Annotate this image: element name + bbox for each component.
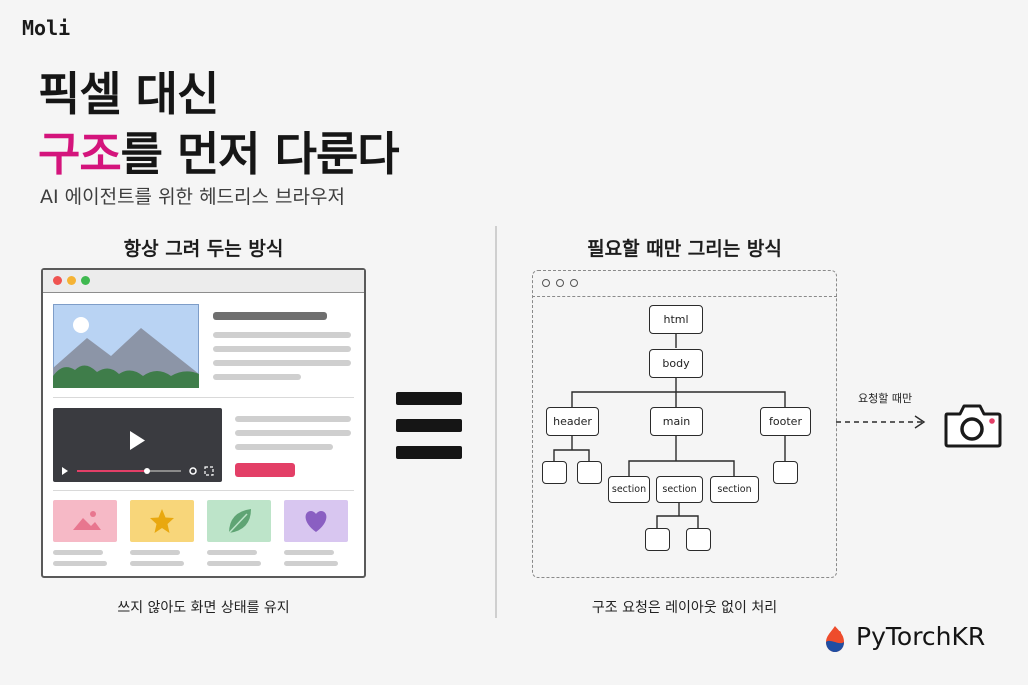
right-section-title: 필요할 때만 그리는 방식 xyxy=(587,238,782,260)
headline-line-1: 픽셀 대신 xyxy=(38,67,219,121)
dom-leaf-node xyxy=(577,461,602,484)
landscape-image-icon xyxy=(53,304,199,388)
close-dot-icon xyxy=(53,276,62,285)
left-caption: 쓰지 않아도 화면 상태를 유지 xyxy=(117,600,290,616)
dom-leaf-node xyxy=(686,528,711,551)
dom-leaf-node xyxy=(773,461,798,484)
dom-leaf-node xyxy=(645,528,670,551)
dom-node-section-3: section xyxy=(710,476,759,503)
play-icon xyxy=(130,431,145,450)
maximize-dot-icon xyxy=(81,276,90,285)
thumb-pink xyxy=(53,500,117,542)
brand-name: Moli xyxy=(22,16,71,40)
dom-node-body: body xyxy=(649,349,703,378)
logo-text: PyTorchKR xyxy=(856,622,986,651)
always-render-browser-mock xyxy=(41,268,366,578)
on-demand-label: 요청할 때만 xyxy=(858,392,913,405)
image-icon xyxy=(73,511,101,530)
headline-rest: 를 먼저 다룬다 xyxy=(120,127,400,181)
right-caption: 구조 요청은 레이아웃 없이 처리 xyxy=(591,600,778,616)
subtitle: AI 에이전트를 위한 헤드리스 브라우저 xyxy=(40,186,345,208)
window-title-separator xyxy=(532,296,837,297)
window-dot-icon xyxy=(556,279,564,287)
thumb-purple xyxy=(284,500,348,542)
cta-button-mock xyxy=(235,463,295,477)
equals-bar-bottom xyxy=(396,446,462,459)
leaf-icon xyxy=(228,509,251,534)
dom-node-section-2: section xyxy=(656,476,703,503)
dom-node-footer: footer xyxy=(760,407,811,436)
dom-node-header: header xyxy=(546,407,599,436)
camera-icon xyxy=(944,404,1002,448)
left-section-title: 항상 그려 두는 방식 xyxy=(123,238,284,260)
equals-bar-top xyxy=(396,392,462,405)
minimize-dot-icon xyxy=(67,276,76,285)
window-dot-icon xyxy=(542,279,550,287)
headline-accent: 구조 xyxy=(38,127,122,181)
star-icon xyxy=(150,509,174,533)
dom-node-html: html xyxy=(649,305,703,334)
dom-node-main: main xyxy=(650,407,703,436)
dom-node-section-1: section xyxy=(608,476,650,503)
browser-title-bar xyxy=(43,270,364,293)
equals-bar-middle xyxy=(396,419,462,432)
thumb-yellow xyxy=(130,500,194,542)
thumb-green xyxy=(207,500,271,542)
dom-leaf-node xyxy=(542,461,567,484)
window-dot-icon xyxy=(570,279,578,287)
on-demand-window-frame xyxy=(532,270,837,578)
video-player xyxy=(53,408,222,482)
headline-line-2: 구조를 먼저 다룬다 xyxy=(38,118,400,184)
section-divider xyxy=(495,226,497,618)
pytorchkr-logo-icon xyxy=(826,626,844,652)
heart-icon xyxy=(305,511,327,532)
